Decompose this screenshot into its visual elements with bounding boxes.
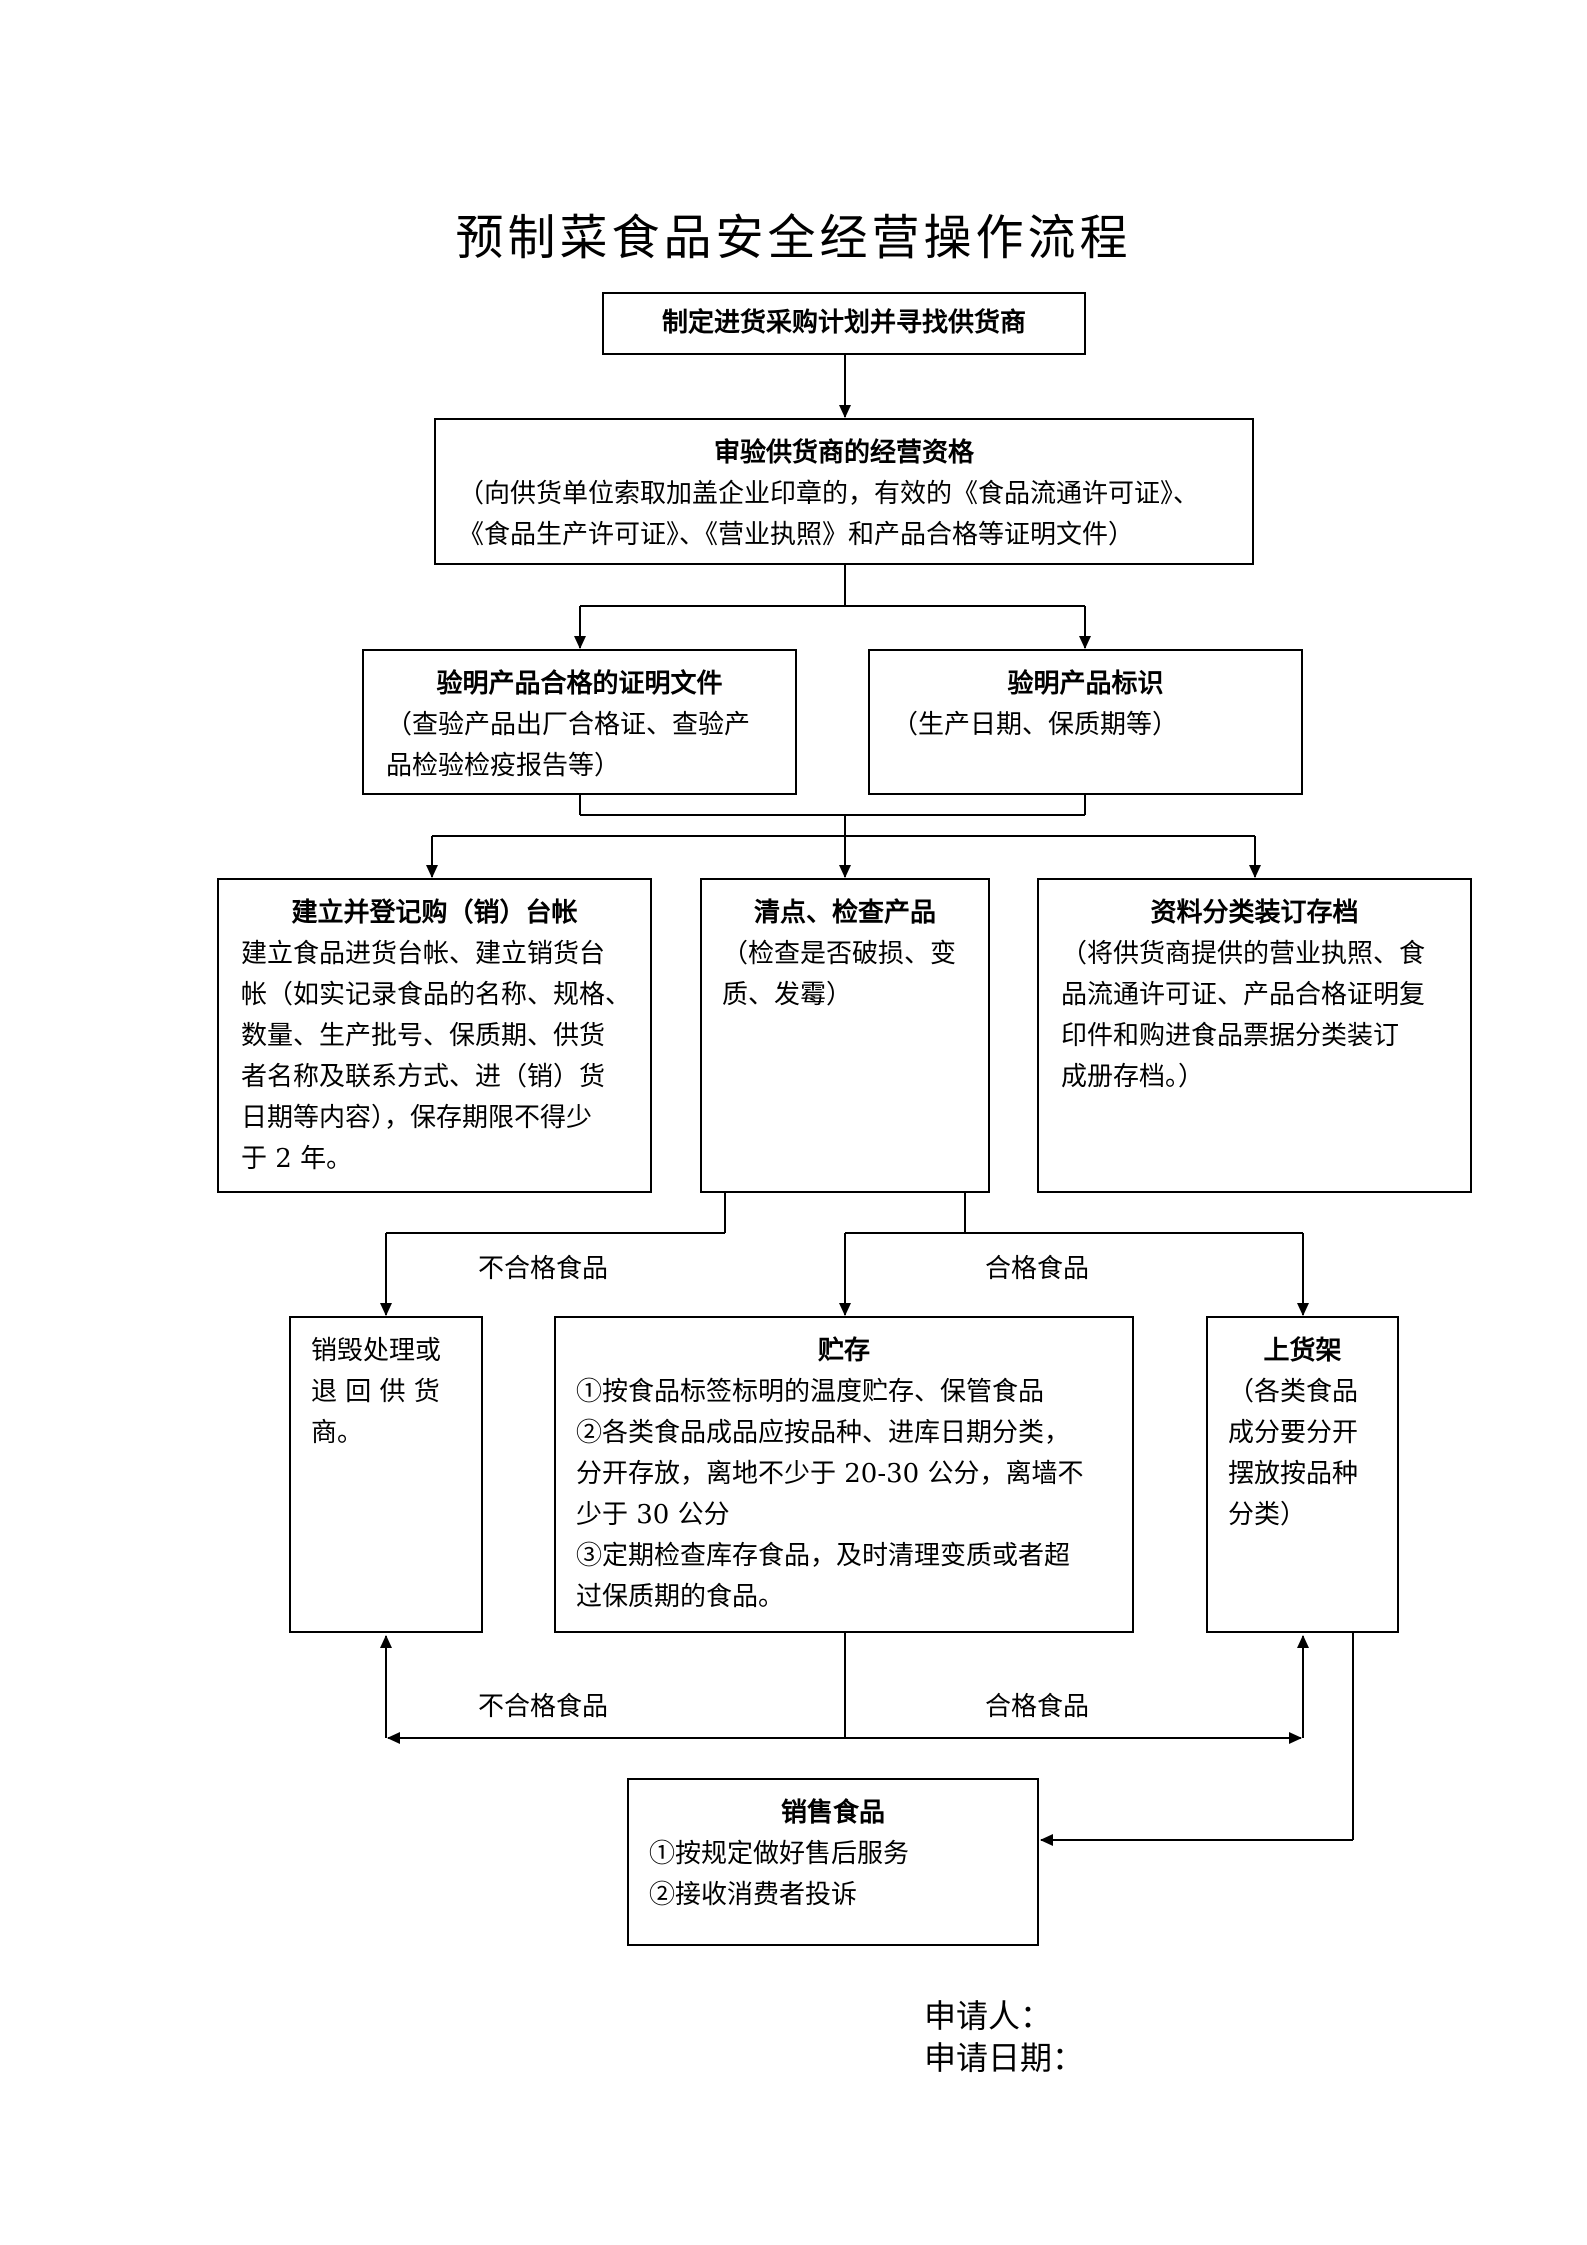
box-archive-line-1: （将供货商提供的营业执照、食 [1061, 939, 1426, 969]
box-ledger-line-4: 者名称及联系方式、进（销）货 [241, 1062, 606, 1092]
box-sale-line-1: ①按规定做好售后服务 [649, 1839, 910, 1869]
box-destroy-line-1: 销毁处理或 [311, 1336, 442, 1366]
box-archive-line-4: 成册存档。） [1061, 1062, 1205, 1092]
box-review-heading: 审验供货商的经营资格 [713, 438, 974, 468]
page-title: 预制菜食品安全经营操作流程 [455, 210, 1132, 266]
box-storage-line-2: ②各类食品成品应按品种、进库日期分类， [576, 1418, 1071, 1448]
box-storage-line-5: ③定期检查库存食品，及时清理变质或者超 [576, 1541, 1071, 1571]
box-check-line-1: （检查是否破损、变 [722, 939, 957, 969]
box-review-line-2: 《食品生产许可证》、《营业执照》和产品合格等证明文件） [458, 520, 1135, 550]
box-product-label-line-1: （生产日期、保质期等） [892, 710, 1179, 740]
box-shelf: 上货架 （各类食品 成分要分开 摆放按品种 分类） [1206, 1316, 1399, 1633]
label-qualified-lower: 合格食品 [985, 1692, 1090, 1722]
box-ledger: 建立并登记购（销）台帐 建立食品进货台帐、建立销货台 帐（如实记录食品的名称、规… [217, 878, 652, 1193]
box-check-heading: 清点、检查产品 [753, 898, 936, 928]
signature-date: 申请日期： [924, 2039, 1085, 2077]
box-shelf-line-4: 分类） [1228, 1500, 1307, 1530]
box-plan-heading: 制定进货采购计划并寻找供货商 [661, 308, 1026, 338]
box-storage-line-6: 过保质期的食品。 [576, 1582, 785, 1612]
box-destroy-line-3: 商。 [311, 1418, 364, 1448]
box-destroy: 销毁处理或 退 回 供 货 商。 [289, 1316, 483, 1633]
box-cert-heading: 验明产品合格的证明文件 [436, 669, 723, 699]
box-storage-line-1: ①按食品标签标明的温度贮存、保管食品 [576, 1377, 1045, 1407]
box-cert-line-2: 品检验检疫报告等） [386, 751, 621, 781]
box-destroy-line-2: 退 回 供 货 [311, 1377, 440, 1407]
box-plan: 制定进货采购计划并寻找供货商 [602, 292, 1086, 355]
box-shelf-line-3: 摆放按品种 [1228, 1459, 1359, 1489]
signature-applicant: 申请人： [924, 1997, 1053, 2035]
box-archive-line-3: 印件和购进食品票据分类装订 [1061, 1021, 1400, 1051]
box-cert-line-1: （查验产品出厂合格证、查验产 [386, 710, 751, 740]
box-storage: 贮存 ①按食品标签标明的温度贮存、保管食品 ②各类食品成品应按品种、进库日期分类… [554, 1316, 1134, 1633]
box-check: 清点、检查产品 （检查是否破损、变 质、发霉） [700, 878, 990, 1193]
box-ledger-line-2: 帐（如实记录食品的名称、规格、 [241, 980, 632, 1010]
box-ledger-heading: 建立并登记购（销）台帐 [291, 898, 578, 928]
box-storage-line-3: 分开存放，离地不少于 20-30 公分，离墙不 [576, 1459, 1084, 1489]
box-shelf-heading: 上货架 [1263, 1336, 1342, 1366]
box-check-line-2: 质、发霉） [722, 980, 853, 1010]
box-sale: 销售食品 ①按规定做好售后服务 ②接收消费者投诉 [627, 1778, 1039, 1946]
box-cert: 验明产品合格的证明文件 （查验产品出厂合格证、查验产 品检验检疫报告等） [362, 649, 797, 795]
box-shelf-line-2: 成分要分开 [1228, 1418, 1359, 1448]
box-storage-heading: 贮存 [817, 1336, 870, 1366]
box-archive-line-2: 品流通许可证、产品合格证明复 [1061, 980, 1426, 1010]
box-ledger-line-3: 数量、生产批号、保质期、供货 [241, 1021, 606, 1051]
box-product-label-heading: 验明产品标识 [1007, 669, 1164, 699]
box-ledger-line-5: 日期等内容），保存期限不得少 [241, 1103, 593, 1133]
label-qualified-upper: 合格食品 [985, 1254, 1090, 1284]
box-ledger-line-6: 于 2 年。 [241, 1144, 353, 1174]
box-ledger-line-1: 建立食品进货台帐、建立销货台 [241, 939, 606, 969]
box-product-label: 验明产品标识 （生产日期、保质期等） [868, 649, 1303, 795]
box-storage-line-4: 少于 30 公分 [576, 1500, 730, 1530]
box-archive-heading: 资料分类装订存档 [1150, 898, 1359, 928]
box-review-line-1: （向供货单位索取加盖企业印章的，有效的《食品流通许可证》、 [458, 479, 1200, 509]
box-review: 审验供货商的经营资格 （向供货单位索取加盖企业印章的，有效的《食品流通许可证》、… [434, 418, 1254, 565]
box-sale-heading: 销售食品 [780, 1798, 885, 1828]
label-unqualified-upper: 不合格食品 [478, 1254, 609, 1284]
box-shelf-line-1: （各类食品 [1228, 1377, 1359, 1407]
box-archive: 资料分类装订存档 （将供货商提供的营业执照、食 品流通许可证、产品合格证明复 印… [1037, 878, 1472, 1193]
box-sale-line-2: ②接收消费者投诉 [649, 1880, 858, 1910]
label-unqualified-lower: 不合格食品 [478, 1692, 609, 1722]
